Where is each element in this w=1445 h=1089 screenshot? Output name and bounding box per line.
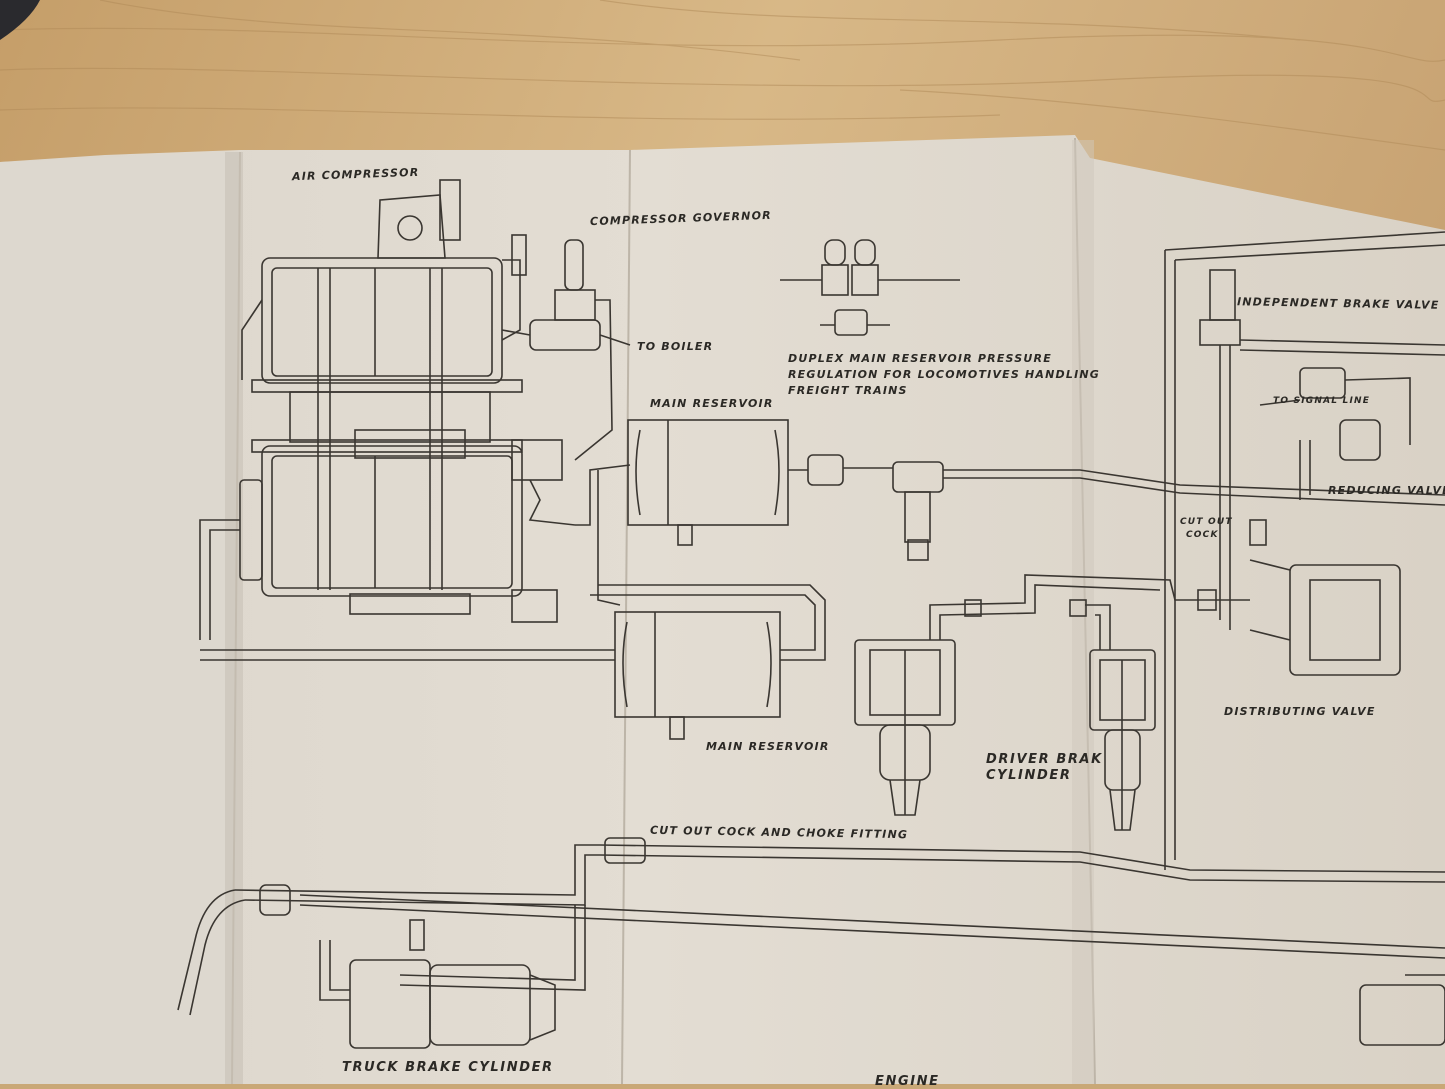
duplex-governor: [780, 239, 960, 336]
truck-brake-cylinder-right: [1359, 974, 1445, 1046]
driver-brake-cylinder-1: [854, 639, 956, 816]
truck-brake-cylinder: [319, 919, 556, 1049]
label-driver-brake-line1: DRIVER BRAK: [986, 752, 1103, 767]
label-cut-out-cock-line1: CUT OUT: [1180, 517, 1233, 527]
label-to-boiler: TO BOILER: [637, 340, 714, 353]
label-distributing-valve: DISTRIBUTING VALVE: [1224, 705, 1376, 718]
main-reservoir-bottom: [614, 611, 781, 740]
label-duplex-line3: FREIGHT TRAINS: [788, 384, 908, 397]
label-main-reservoir-bottom: MAIN RESERVOIR: [706, 740, 830, 753]
main-line-valves: [788, 454, 1445, 561]
label-to-signal-line: TO SIGNAL LINE: [1273, 396, 1371, 406]
diagram-lines: [177, 179, 1445, 1049]
wood-grain: [0, 0, 1445, 151]
label-cut-out-cock-line2: COCK: [1186, 530, 1219, 540]
dark-corner: [0, 0, 40, 40]
label-duplex-line2: REGULATION FOR LOCOMOTIVES HANDLING: [788, 368, 1101, 381]
label-duplex-line1: DUPLEX MAIN RESERVOIR PRESSURE: [788, 352, 1052, 365]
bottom-pipe-run: [177, 837, 1445, 1016]
brake-valve-system: [1164, 231, 1445, 870]
label-reducing-valve: REDUCING VALVE: [1328, 484, 1445, 497]
label-engine-partial: ENGINE: [875, 1074, 940, 1089]
air-compressor: [239, 179, 563, 623]
label-truck-brake-cylinder: TRUCK BRAKE CYLINDER: [342, 1060, 554, 1075]
compressor-governor: [501, 239, 631, 461]
label-driver-brake-line2: CYLINDER: [986, 768, 1072, 783]
label-main-reservoir-top: MAIN RESERVOIR: [650, 397, 774, 410]
driver-brake-cylinder-2: [1089, 649, 1156, 831]
main-reservoir-top: [627, 419, 789, 546]
